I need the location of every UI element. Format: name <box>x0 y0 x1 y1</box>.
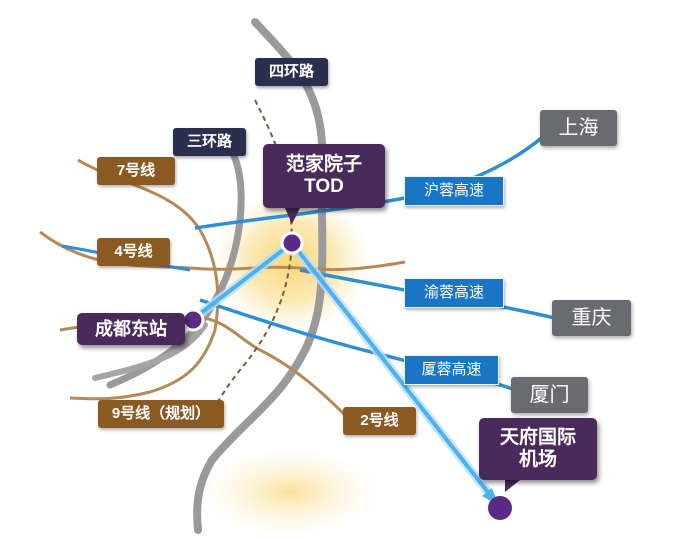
xiarong-highway-label: 厦蓉高速 <box>404 355 499 385</box>
tod-marker[interactable] <box>280 231 304 255</box>
fourth-ring-road <box>193 18 327 534</box>
metro-line-4-label: 4号线 <box>97 238 170 266</box>
hurong-highway-label: 沪蓉高速 <box>404 176 504 206</box>
airport-name-line1: 天府国际 <box>499 427 576 449</box>
third-ring-label: 三环路 <box>173 128 246 156</box>
airport-name-line2: 机场 <box>518 449 557 470</box>
fanjia-tod-name: 范家院子 <box>285 154 362 176</box>
chengdu-east-marker[interactable] <box>181 308 205 332</box>
chongqing-label: 重庆 <box>552 300 631 336</box>
fourth-ring-label: 四环路 <box>255 58 328 86</box>
shanghai-label: 上海 <box>540 110 617 146</box>
chengdu-east-name: 成都东站 <box>95 318 167 339</box>
fourth-ring-road-west <box>92 322 208 381</box>
metro-line-2-label: 2号线 <box>343 407 416 435</box>
yurong-highway-label: 渝蓉高速 <box>404 278 504 308</box>
fanjia-tod-suffix: TOD <box>304 176 344 197</box>
tod-callout-tail <box>285 208 300 224</box>
xiamen-label: 厦门 <box>511 377 588 413</box>
airport-callout[interactable]: 天府国际 机场 <box>479 418 597 480</box>
metro-line-7-label: 7号线 <box>97 157 175 185</box>
connector-lines <box>187 238 503 510</box>
chengdu-east-callout[interactable]: 成都东站 <box>77 313 185 345</box>
airport-callout-tail <box>505 480 520 492</box>
fanjia-tod-callout[interactable]: 范家院子 TOD <box>263 144 385 208</box>
airport-marker[interactable] <box>488 496 512 520</box>
metro-line-9-label: 9号线（规划） <box>98 400 224 428</box>
airport-glow <box>200 447 380 537</box>
